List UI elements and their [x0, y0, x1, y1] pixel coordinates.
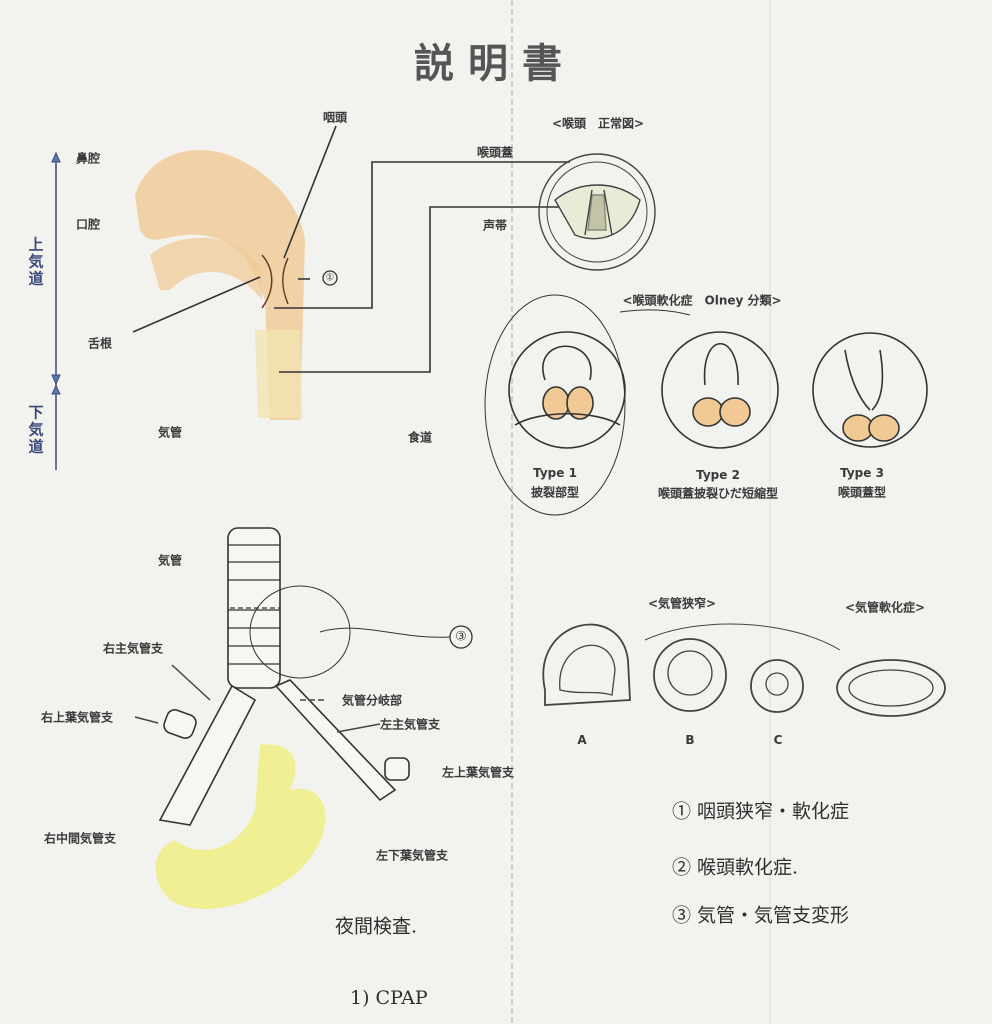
hand-drawn-circle [484, 294, 626, 516]
type-2-name: 喉頭蓋披裂ひだ短縮型 [657, 486, 779, 501]
label-trachea-lower: 気管 [157, 553, 183, 568]
marker-circle-3 [449, 625, 473, 649]
label-vocal-cords: 声帯 [482, 218, 508, 233]
label-carina: 気管分岐部 [341, 693, 403, 708]
laryngomalacia-heading: <喉頭軟化症 Olney 分類> [622, 293, 782, 308]
type-3-name: 喉頭蓋型 [837, 485, 887, 500]
label-left-lower-lobe-bronchus: 左下葉気管支 [375, 848, 449, 863]
label-oral-cavity: 口腔 [75, 217, 101, 232]
section-label-c: C [773, 733, 783, 747]
head-profile-illustration [135, 150, 305, 421]
label-left-upper-lobe-bronchus: 左上葉気管支 [441, 765, 515, 780]
marker-1-label: ① [325, 272, 335, 284]
larynx-normal-heading: <喉頭 正常図> [551, 116, 645, 131]
label-upper-airway: 上気道 [26, 236, 45, 288]
label-pharynx: 咽頭 [322, 110, 348, 125]
handwritten-cpap: 1) CPAP [350, 987, 428, 1009]
handwritten-item-1: ① 咽頭狭窄・軟化症 [672, 800, 850, 823]
bronchi-arrows [134, 664, 381, 733]
label-trachea: 気管 [157, 425, 183, 440]
label-left-main-bronchus: 左主気管支 [379, 717, 441, 732]
label-lower-airway: 下気道 [26, 404, 45, 456]
bronchial-tree-illustration [158, 527, 451, 826]
tracheomalacia-heading: <気管軟化症> [844, 600, 926, 615]
airway-arrow [51, 151, 61, 470]
olney-type-illustrations [484, 294, 928, 516]
label-epiglottis: 喉頭蓋 [476, 145, 514, 160]
larynx-normal-illustration [538, 153, 656, 271]
leader-lines [132, 125, 580, 373]
label-right-main-bronchus: 右主気管支 [102, 641, 164, 656]
label-esophagus: 食道 [407, 430, 433, 445]
type-1-label: Type 1 [533, 466, 577, 480]
section-label-a: A [577, 733, 587, 747]
stomach-illustration [155, 744, 326, 909]
label-tongue-root: 舌根 [87, 336, 113, 351]
page-title: 説明書 [414, 41, 576, 87]
handwritten-item-3: ③ 気管・気管支変形 [672, 904, 850, 927]
handwritten-exam: 夜間検査. [335, 915, 418, 938]
handwritten-item-2: ② 喉頭軟化症. [672, 856, 799, 879]
tracheal-cross-sections [542, 623, 946, 717]
marker-3-label: ③ [455, 629, 467, 645]
type-3-label: Type 3 [840, 466, 884, 480]
label-nasal-cavity: 鼻腔 [75, 151, 101, 166]
label-right-upper-lobe-bronchus: 右上葉気管支 [40, 710, 114, 725]
label-right-intermediate-bronchus: 右中間気管支 [43, 831, 117, 846]
tracheal-stenosis-heading: <気管狭窄> [647, 596, 717, 611]
type-1-name: 披裂部型 [530, 485, 580, 500]
type-2-label: Type 2 [696, 468, 740, 482]
section-label-b: B [685, 733, 695, 747]
marker-circle-1 [322, 270, 338, 286]
